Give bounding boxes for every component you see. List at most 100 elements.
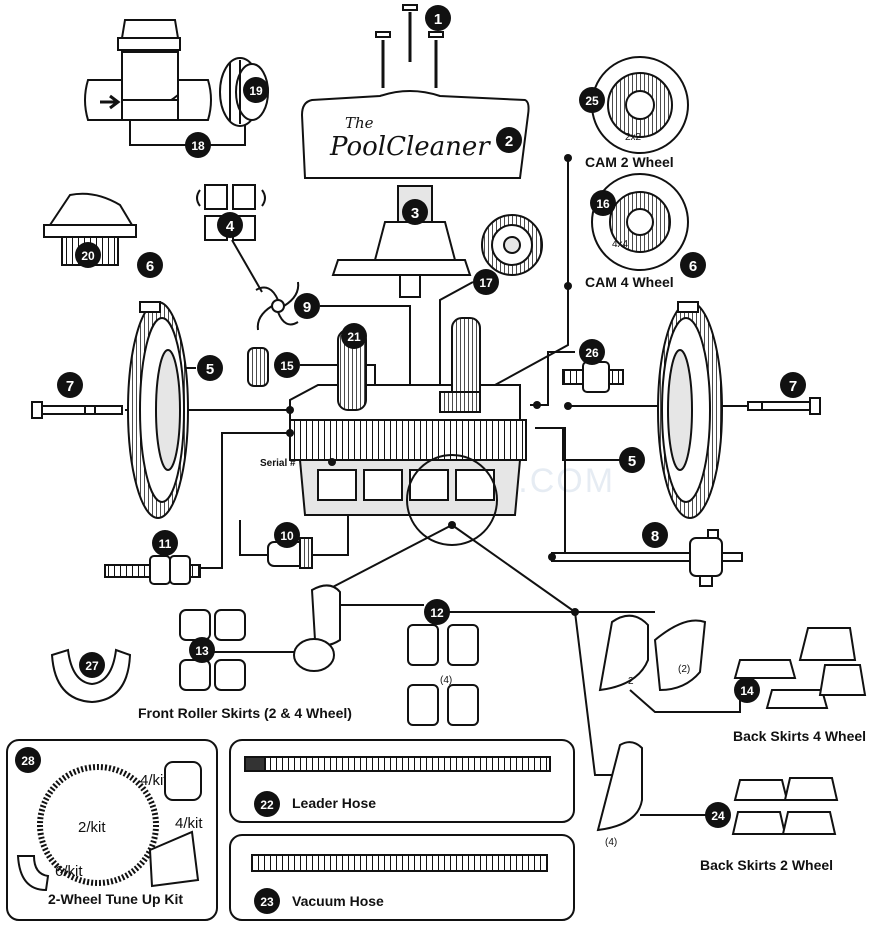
cam2-code: 2x2 xyxy=(625,132,642,143)
svg-text:1: 1 xyxy=(434,11,442,28)
svg-text:15: 15 xyxy=(280,359,294,373)
badge-26: 26 xyxy=(579,339,605,365)
svg-text:27: 27 xyxy=(85,659,99,673)
idler-roller xyxy=(247,347,269,387)
svg-text:28: 28 xyxy=(21,754,35,768)
svg-text:13: 13 xyxy=(195,644,209,658)
back-skirt-2-mount xyxy=(596,741,643,832)
rear-axle xyxy=(551,529,743,587)
badge-6-right: 6 xyxy=(680,252,706,278)
badge-15: 15 xyxy=(274,352,300,378)
svg-text:3: 3 xyxy=(411,205,419,222)
badge-18: 18 xyxy=(185,132,211,158)
svg-text:19: 19 xyxy=(249,84,263,98)
svg-text:24: 24 xyxy=(711,809,725,823)
qty-14b: 2 xyxy=(628,676,634,687)
brand-line1: The xyxy=(345,114,374,132)
badge-19: 19 xyxy=(243,77,269,103)
svg-text:14: 14 xyxy=(740,684,754,698)
cleaner-body xyxy=(289,317,527,546)
qty-24: (4) xyxy=(605,837,617,848)
label-cam-2-wheel: CAM 2 Wheel xyxy=(585,154,674,170)
cam-4-wheel: 4x4 xyxy=(591,173,689,271)
svg-text:22: 22 xyxy=(260,798,274,812)
badge-3: 3 xyxy=(402,199,428,225)
svg-text:7: 7 xyxy=(789,378,797,395)
label-leader-hose: Leader Hose xyxy=(292,795,376,811)
left-wheel xyxy=(127,301,189,519)
svg-text:10: 10 xyxy=(280,529,294,543)
badge-22: 22 xyxy=(254,791,280,817)
svg-text:7: 7 xyxy=(66,378,74,395)
label-vacuum-hose: Vacuum Hose xyxy=(292,893,384,909)
svg-text:26: 26 xyxy=(585,346,599,360)
badge-7-right: 7 xyxy=(780,372,806,398)
svg-text:6: 6 xyxy=(146,258,154,275)
badge-27: 27 xyxy=(79,652,105,678)
label-cam-4-wheel: CAM 4 Wheel xyxy=(585,274,674,290)
badge-16: 16 xyxy=(590,190,616,216)
svg-text:5: 5 xyxy=(628,453,636,470)
number-badges: 1 2 3 4 5 6 7 8 9 10 11 12 13 14 15 16 1… xyxy=(15,5,806,914)
flow-valve xyxy=(84,19,212,121)
svg-text:16: 16 xyxy=(596,197,610,211)
front-roller-skirts xyxy=(179,609,246,691)
label-tune-up-kit: 2-Wheel Tune Up Kit xyxy=(48,891,183,907)
badge-24: 24 xyxy=(705,802,731,828)
badge-11: 11 xyxy=(152,530,178,556)
leader-hose-panel: Leader Hose xyxy=(229,739,575,823)
qty-12: (4) xyxy=(440,675,452,686)
turbine-housing xyxy=(331,185,472,298)
badge-17: 17 xyxy=(473,269,499,295)
front-skirt-mount xyxy=(293,584,341,672)
right-axle-bolt xyxy=(747,397,821,415)
top-cover: The PoolCleaner xyxy=(300,90,530,179)
badge-1: 1 xyxy=(425,5,451,31)
badge-21: 21 xyxy=(341,323,367,349)
svg-text:23: 23 xyxy=(260,895,274,909)
right-wheel xyxy=(657,301,723,519)
kit-qty-4b: 4/kit xyxy=(175,815,203,832)
badge-23: 23 xyxy=(254,888,280,914)
svg-text:25: 25 xyxy=(585,94,599,108)
svg-text:17: 17 xyxy=(479,276,493,290)
cam4-code: 4x4 xyxy=(612,239,629,250)
svg-text:5: 5 xyxy=(206,361,214,378)
cam-2-wheel: 2x2 xyxy=(591,56,689,154)
roller-shaft xyxy=(104,555,201,585)
label-front-roller-skirts: Front Roller Skirts (2 & 4 Wheel) xyxy=(138,705,352,721)
front-roller-axle xyxy=(562,361,624,393)
svg-text:4: 4 xyxy=(226,218,235,235)
badge-8: 8 xyxy=(642,522,668,548)
arrow-right-icon xyxy=(100,94,121,110)
label-back-skirts-2-wheel: Back Skirts 2 Wheel xyxy=(700,857,833,873)
bumper-ring xyxy=(50,648,132,704)
brand-line2: PoolCleaner xyxy=(329,132,491,162)
left-axle-bolt xyxy=(31,401,123,419)
back-skirts-2-wheel xyxy=(731,777,839,835)
badge-25: 25 xyxy=(579,87,605,113)
svg-text:9: 9 xyxy=(303,299,311,316)
skirt-clips xyxy=(407,624,479,726)
gear-assembly xyxy=(481,214,543,276)
svg-text:11: 11 xyxy=(159,537,172,551)
badge-13: 13 xyxy=(189,637,215,663)
svg-text:18: 18 xyxy=(191,139,205,153)
label-serial: Serial # xyxy=(260,458,296,469)
kit-qty-2: 2/kit xyxy=(78,819,106,836)
svg-text:6: 6 xyxy=(689,258,697,275)
kit-qty-6: 6/kit xyxy=(55,863,83,880)
label-back-skirts-4-wheel: Back Skirts 4 Wheel xyxy=(733,728,866,744)
badge-6-left: 6 xyxy=(137,252,163,278)
badge-5-right: 5 xyxy=(619,447,645,473)
badge-2: 2 xyxy=(496,127,522,153)
badge-5-left: 5 xyxy=(197,355,223,381)
badge-14: 14 xyxy=(734,677,760,703)
impeller xyxy=(255,281,300,331)
badge-20: 20 xyxy=(75,242,101,268)
svg-text:20: 20 xyxy=(81,249,95,263)
kit-qty-4a: 4/kit xyxy=(140,772,168,789)
svg-text:12: 12 xyxy=(430,606,444,620)
vacuum-hose-panel: Vacuum Hose xyxy=(229,834,575,921)
